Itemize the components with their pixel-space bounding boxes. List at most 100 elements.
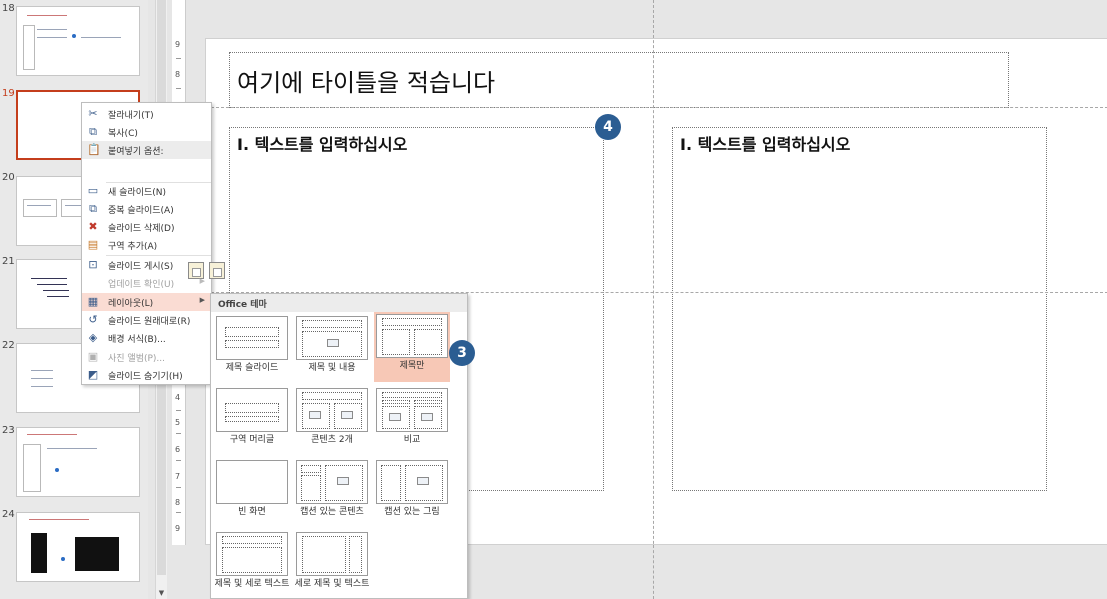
slide-number: 20 [2, 172, 15, 183]
layout-section-header[interactable]: 구역 머리글 [214, 386, 290, 456]
layout-gallery: Office 테마 제목 슬라이드 제목 및 내용 제목만 구역 머리글 [210, 293, 468, 599]
publish-icon: ⊡ [88, 258, 98, 271]
ruler-number: 9 [175, 524, 181, 533]
layout-title-and-content[interactable]: 제목 및 내용 [294, 314, 370, 384]
slide-title: 여기에 타이틀을 적습니다 [237, 69, 496, 97]
menu-label: 슬라이드 게시(S) [108, 262, 174, 272]
menu-item-layout[interactable]: ▦ 레이아웃(L) ▶ [82, 293, 211, 311]
layout-comparison[interactable]: 비교 [374, 386, 450, 456]
layout-label: 캡션 있는 콘텐츠 [300, 507, 364, 517]
ruler-number: 9 [175, 40, 181, 49]
menu-item-format-background[interactable]: ◈ 배경 서식(B)... [82, 329, 211, 347]
menu-label: 슬라이드 원래대로(R) [108, 317, 191, 327]
hide-slide-icon: ◩ [87, 368, 99, 381]
layout-preview [216, 316, 288, 360]
callout-3: 3 [449, 340, 475, 366]
delete-slide-icon: ✖ [88, 220, 98, 233]
layout-label: 콘텐츠 2개 [311, 435, 353, 445]
layout-label: 구역 머리글 [229, 435, 275, 445]
menu-label: 복사(C) [108, 129, 138, 139]
layout-preview [376, 314, 448, 358]
layout-preview [376, 460, 448, 504]
layout-preview [216, 388, 288, 432]
ruler-number: 6 [175, 445, 181, 454]
menu-item-reset-slide[interactable]: ↺ 슬라이드 원래대로(R) [82, 311, 211, 329]
slide-number: 23 [2, 425, 15, 436]
slide-thumbnail-23[interactable] [16, 427, 140, 497]
menu-label: 업데이트 확인(U) [108, 280, 175, 290]
paste-picture-icon[interactable] [209, 262, 225, 279]
layout-content-with-caption[interactable]: 캡션 있는 콘텐츠 [294, 458, 370, 528]
slide-number: 19 [2, 88, 15, 99]
layout-title-only[interactable]: 제목만 [374, 312, 450, 382]
menu-item-photo-album[interactable]: ▣ 사진 앨범(P)... [82, 348, 211, 366]
duplicate-slide-icon: ⧉ [89, 202, 97, 215]
ruler-number: 5 [175, 418, 181, 427]
submenu-arrow-icon: ▶ [199, 296, 205, 304]
slide-thumbnail-18[interactable] [16, 6, 140, 76]
layout-label: 세로 제목 및 텍스트 [294, 579, 370, 589]
slide-number: 18 [2, 3, 15, 14]
layout-picture-with-caption[interactable]: 캡션 있는 그림 [374, 458, 450, 528]
menu-label: 새 슬라이드(N) [108, 188, 167, 198]
menu-item-publish-slide[interactable]: ⊡ 슬라이드 게시(S) [82, 256, 211, 274]
menu-item-new-slide[interactable]: ▭ 새 슬라이드(N) [82, 182, 211, 200]
menu-item-cut[interactable]: ✂ 잘라내기(T) [82, 105, 211, 123]
gallery-header: Office 테마 [211, 294, 467, 312]
title-placeholder[interactable]: 여기에 타이틀을 적습니다 [229, 52, 1009, 108]
submenu-arrow-icon: ▶ [199, 277, 205, 285]
horizontal-guide [206, 107, 1107, 108]
scroll-down-arrow-icon[interactable]: ▼ [158, 589, 165, 597]
menu-label: 사진 앨범(P)... [108, 354, 166, 364]
layout-vertical-title-text[interactable]: 세로 제목 및 텍스트 [294, 530, 370, 599]
paste-keep-source-icon[interactable] [188, 262, 204, 279]
right-content-placeholder[interactable]: I. 텍스트를 입력하십시오 [672, 127, 1047, 491]
new-slide-icon: ▭ [87, 184, 99, 197]
menu-separator [106, 255, 211, 256]
scissors-icon: ✂ [88, 107, 98, 120]
layout-label: 캡션 있는 그림 [384, 507, 440, 517]
layout-label: 빈 화면 [238, 507, 266, 517]
menu-item-add-section[interactable]: ▤ 구역 추가(A) [82, 236, 211, 254]
menu-item-delete-slide[interactable]: ✖ 슬라이드 삭제(D) [82, 218, 211, 236]
layout-label: 제목 슬라이드 [225, 363, 279, 373]
menu-label: 슬라이드 숨기기(H) [108, 372, 183, 382]
menu-label: 중복 슬라이드(A) [108, 206, 174, 216]
layout-preview [296, 316, 368, 360]
layout-icon: ▦ [87, 295, 99, 308]
vertical-guide [653, 0, 654, 599]
section-icon: ▤ [87, 238, 99, 251]
photo-album-icon: ▣ [87, 350, 99, 363]
ruler-number: 7 [175, 472, 181, 481]
slide-thumbnail-24[interactable] [16, 512, 140, 582]
context-menu: ✂ 잘라내기(T) ⧉ 복사(C) 📋 붙여넣기 옵션: ▭ 새 슬라이드(N)… [81, 102, 225, 385]
left-bullet-text: I. 텍스트를 입력하십시오 [237, 135, 408, 154]
layout-blank[interactable]: 빈 화면 [214, 458, 290, 528]
ruler-number: 8 [175, 70, 181, 79]
menu-label: 배경 서식(B)... [108, 335, 166, 345]
layout-preview [296, 532, 368, 576]
menu-separator [106, 182, 211, 183]
ruler-number: 8 [175, 498, 181, 507]
layout-preview [376, 388, 448, 432]
menu-item-paste-options: 📋 붙여넣기 옵션: [82, 141, 211, 159]
slide-number: 22 [2, 340, 15, 351]
layout-title-slide[interactable]: 제목 슬라이드 [214, 314, 290, 384]
layout-two-content[interactable]: 콘텐츠 2개 [294, 386, 370, 456]
menu-item-hide-slide[interactable]: ◩ 슬라이드 숨기기(H) [82, 366, 211, 384]
slide-number: 24 [2, 509, 15, 520]
layout-preview [296, 460, 368, 504]
layout-preview [296, 388, 368, 432]
copy-icon: ⧉ [89, 125, 97, 138]
layout-title-vertical-text[interactable]: 제목 및 세로 텍스트 [214, 530, 290, 599]
menu-label: 구역 추가(A) [108, 242, 158, 252]
layout-label: 제목 및 세로 텍스트 [214, 579, 290, 589]
horizontal-guide [206, 292, 1107, 293]
menu-item-duplicate-slide[interactable]: ⧉ 중복 슬라이드(A) [82, 200, 211, 218]
clipboard-icon: 📋 [87, 143, 101, 156]
paint-bucket-icon: ◈ [88, 331, 98, 344]
layout-preview [216, 532, 288, 576]
menu-item-copy[interactable]: ⧉ 복사(C) [82, 123, 211, 141]
menu-item-check-updates[interactable]: 업데이트 확인(U) ▶ [82, 274, 211, 292]
menu-label: 레이아웃(L) [108, 299, 154, 309]
